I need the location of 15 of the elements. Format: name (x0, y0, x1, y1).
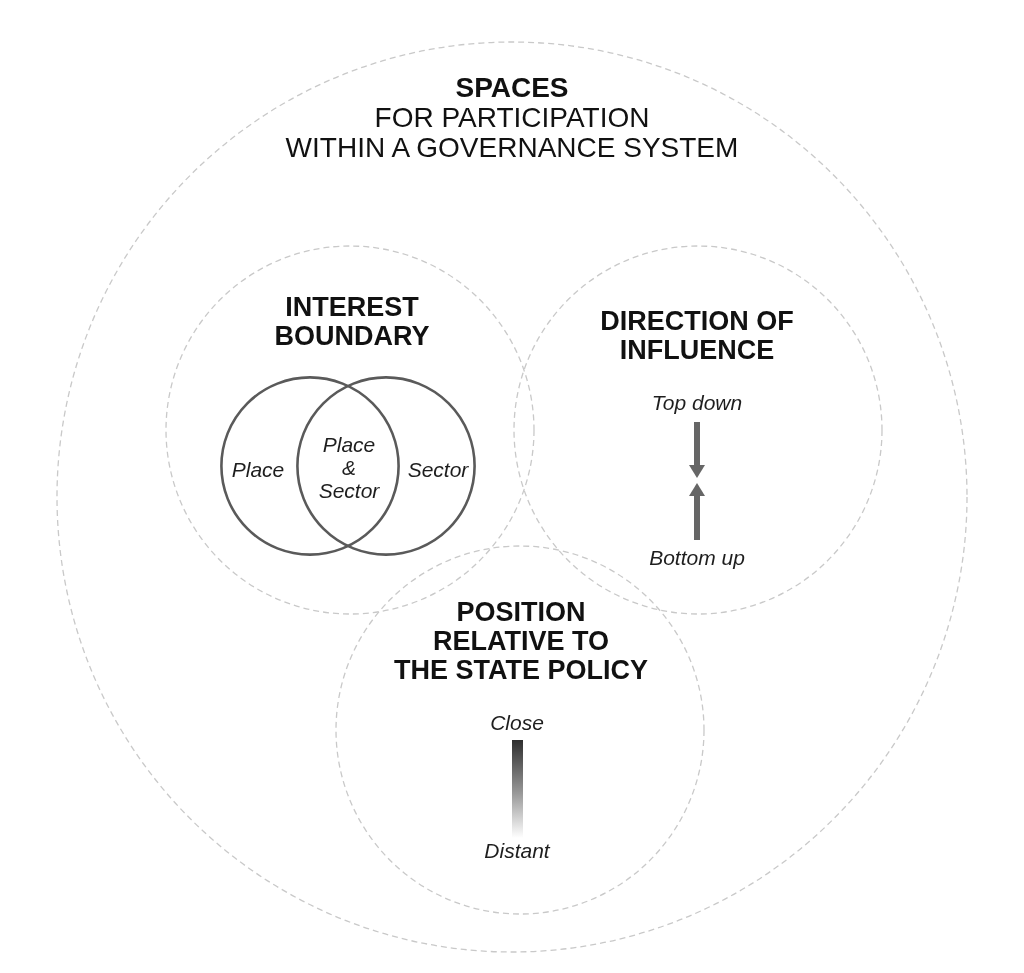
venn-circle (296, 376, 476, 556)
scale-label: Distant (484, 839, 550, 862)
outer-dashed-circle (56, 41, 968, 953)
direction-label: Bottom up (649, 546, 745, 569)
circle-heading: INTEREST BOUNDARY (274, 293, 430, 351)
set-label: Sector (407, 458, 469, 481)
circle-heading: POSITION RELATIVE TO THE STATE POLICY (394, 598, 648, 685)
circle-heading: DIRECTION OF INFLUENCE (600, 307, 794, 365)
intersection-label: Place & Sector (318, 433, 380, 502)
direction-label: Top down (651, 391, 743, 414)
title-heading: SPACES (455, 73, 569, 103)
subtitle: FOR PARTICIPATION WITHIN A GOVERNANCE SYSTEM (285, 103, 739, 163)
venn-circle (220, 376, 400, 556)
set-label: Place (231, 458, 285, 481)
scale-label: Close (490, 711, 544, 734)
